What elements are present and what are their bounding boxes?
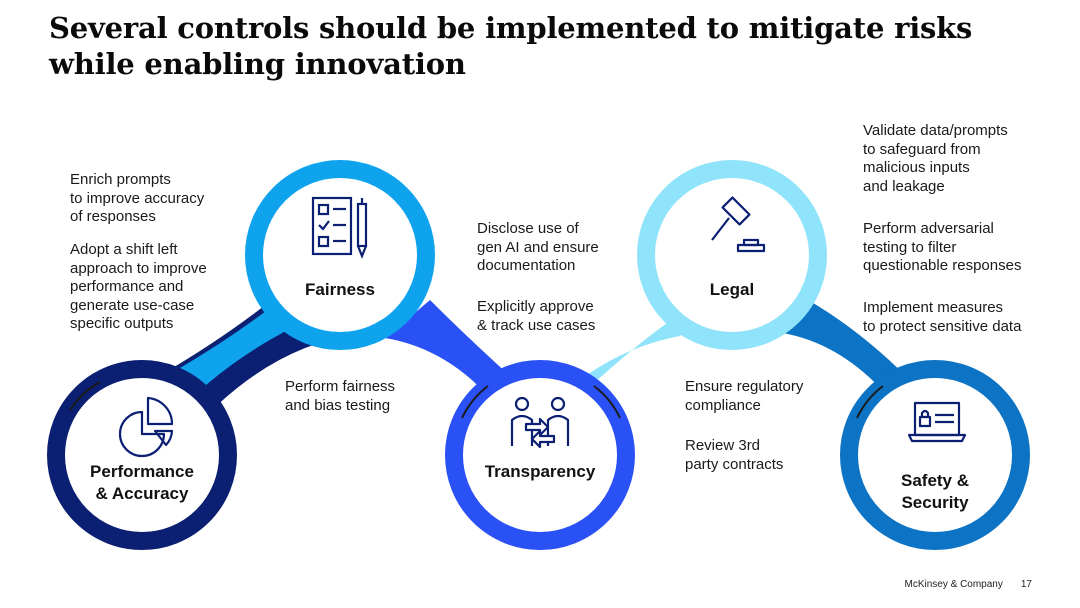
footer: McKinsey & Company 17 — [887, 579, 1033, 590]
text-group-safety: Validate data/prompts to safeguard from … — [863, 122, 1008, 196]
safety-ring — [840, 360, 1030, 550]
checklist-icon — [311, 196, 368, 259]
text-group-performance: Enrich prompts to improve accuracy of re… — [70, 171, 204, 227]
text-adversarial: Perform adversarial testing to filter qu… — [863, 220, 1022, 274]
text-group-safety-3: Implement measures to protect sensitive … — [863, 299, 1021, 336]
transparency-ring — [445, 360, 635, 550]
footer-company: McKinsey & Company — [904, 579, 1003, 590]
text-group-legal: Ensure regulatory compliance — [685, 378, 803, 415]
node-label-legal: Legal — [709, 280, 755, 299]
text-validate: Validate data/prompts to safeguard from … — [863, 122, 1008, 195]
gavel-icon — [711, 196, 766, 253]
text-group-transparency-2: Explicitly approve & track use cases — [477, 298, 595, 335]
node-label-fairness: Fairness — [305, 280, 375, 299]
text-fairness-testing: Perform fairness and bias testing — [285, 378, 396, 414]
text-contracts: Review 3rd party contracts — [685, 437, 784, 473]
pie-chart-icon — [118, 396, 174, 458]
text-group-performance-2: Adopt a shift left approach to improve p… — [70, 241, 207, 334]
node-label-performance: Performance & Accuracy — [90, 462, 194, 503]
slide-title-line-1: Several controls should be implemented t… — [49, 11, 973, 45]
slide-title: Several controls should be implemented t… — [49, 10, 1049, 82]
slide-title-line-2: while enabling innovation — [49, 47, 466, 81]
laptop-lock-icon — [907, 401, 967, 443]
text-group-transparency: Disclose use of gen AI and ensure docume… — [477, 220, 599, 276]
text-regulatory: Ensure regulatory compliance — [685, 378, 804, 414]
text-disclose: Disclose use of gen AI and ensure docume… — [477, 220, 599, 274]
node-label-safety: Safety & Security — [900, 471, 970, 512]
text-group-safety-2: Perform adversarial testing to filter qu… — [863, 220, 1021, 276]
connector-legal-safety — [776, 300, 910, 392]
node-label-transparency: Transparency — [484, 462, 596, 481]
text-group-fairness: Perform fairness and bias testing — [285, 378, 395, 415]
connector-fairness-transparency — [385, 300, 520, 398]
people-exchange-icon — [510, 396, 570, 449]
legal-ring — [637, 160, 827, 350]
text-protect: Implement measures to protect sensitive … — [863, 299, 1022, 335]
text-group-legal-2: Review 3rd party contracts — [685, 437, 783, 474]
text-approve: Explicitly approve & track use cases — [477, 298, 596, 334]
text-enrich-prompts: Enrich prompts to improve accuracy of re… — [70, 171, 205, 225]
page-number: 17 — [1020, 579, 1032, 590]
text-shift-left: Adopt a shift left approach to improve p… — [70, 241, 207, 332]
